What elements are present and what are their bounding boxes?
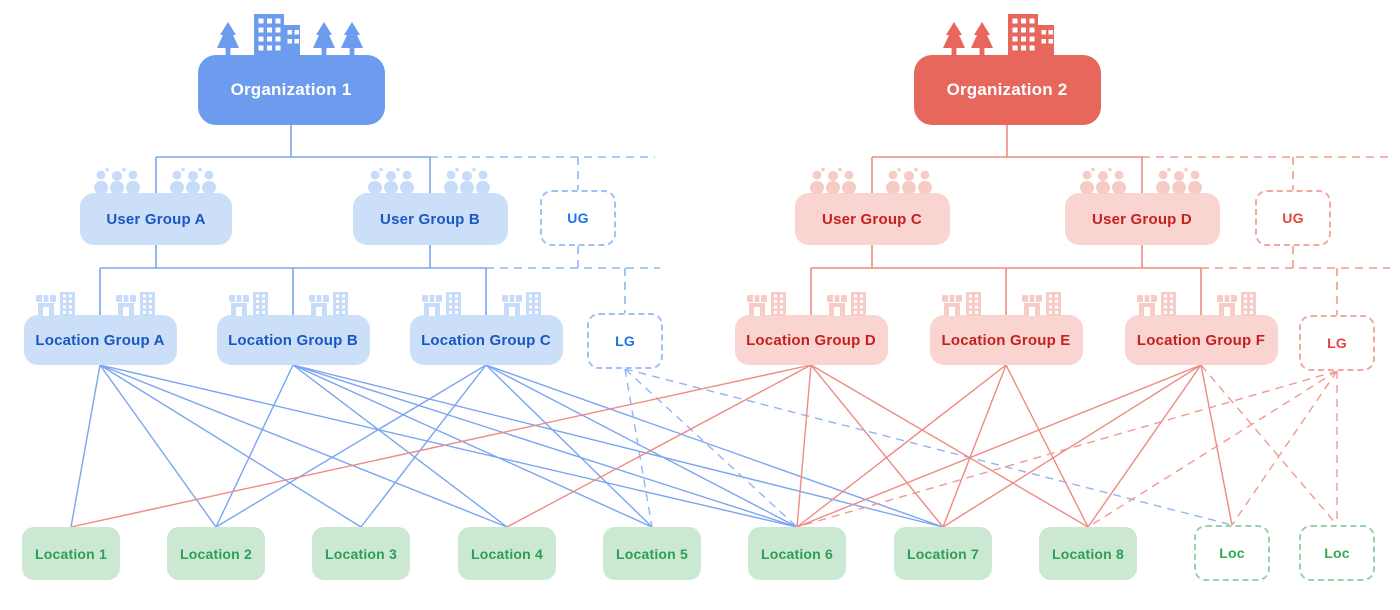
location-group-f-label: Location Group F [1136, 331, 1266, 349]
connection-line-location-group-d-location-8 [810, 364, 1089, 528]
location-3-box: Location 3 [312, 527, 410, 580]
location-3-label: Location 3 [324, 545, 397, 562]
location-5-box: Location 5 [603, 527, 701, 580]
location-1-label: Location 1 [34, 545, 107, 562]
connection-line-location-group-d-location-4 [506, 364, 812, 528]
connection-line-location-group-a-location-6 [99, 364, 798, 528]
user-group-c-label: User Group C [822, 210, 922, 228]
connection-line-location-group-b-location-5 [292, 364, 653, 528]
loc-placeholder-1-box: Loc [1194, 525, 1270, 581]
connection-line-location-group-a-location-3 [99, 364, 362, 528]
location-group-c-box: Location Group C [409, 292, 563, 365]
user-group-a-box: User Group A [80, 167, 232, 245]
connection-line-location-group-a-location-2 [99, 364, 217, 528]
ug-placeholder-blue-label: UG [567, 210, 589, 226]
location-4-label: Location 4 [470, 545, 543, 562]
connection-line-location-group-b-location-4 [292, 364, 508, 528]
connection-line-location-group-d-location-6 [796, 364, 812, 528]
connection-line-lg-placeholder-red-location-8 [1087, 370, 1338, 528]
connection-line-location-group-c-location-5 [485, 364, 653, 528]
connection-line-location-group-e-location-6 [796, 364, 1007, 528]
connection-line-lg-placeholder-blue-location-6 [624, 368, 798, 528]
location-2-box: Location 2 [167, 527, 265, 580]
lg-placeholder-blue-label: LG [615, 333, 635, 349]
ug-placeholder-red-label: UG [1282, 210, 1304, 226]
loc-placeholder-2-label: Loc [1324, 545, 1350, 561]
user-group-d-box: User Group D [1064, 167, 1220, 245]
connection-line-location-group-f-location-7 [942, 364, 1202, 528]
connection-line-lg-placeholder-blue-location-5 [624, 368, 653, 528]
connection-line-location-group-c-location-7 [485, 364, 944, 528]
organization-2-box: Organization 2 [913, 14, 1101, 125]
location-group-e-box: Location Group E [929, 292, 1083, 365]
connection-line-location-group-c-location-3 [360, 364, 487, 528]
ug-placeholder-blue-box: UG [540, 190, 616, 246]
user-group-d-label: User Group D [1092, 210, 1192, 228]
location-7-label: Location 7 [906, 545, 979, 562]
connection-line-location-group-a-location-4 [99, 364, 508, 528]
lg-placeholder-blue-box: LG [587, 313, 663, 369]
location-7-box: Location 7 [894, 527, 992, 580]
location-4-box: Location 4 [458, 527, 556, 580]
location-6-label: Location 6 [760, 545, 833, 562]
user-group-b-box: User Group B [352, 167, 508, 245]
lg-placeholder-red-box: LG [1299, 315, 1375, 371]
location-5-label: Location 5 [615, 545, 688, 562]
connection-line-lg-placeholder-blue-loc-placeholder-1 [624, 368, 1233, 526]
user-group-c-box: User Group C [794, 167, 950, 245]
organization-1-box: Organization 1 [197, 14, 385, 125]
connection-line-lg-placeholder-red-location-6 [796, 370, 1338, 528]
connection-line-location-group-f-loc-placeholder-1 [1200, 364, 1233, 526]
location-group-c-label: Location Group C [421, 331, 551, 349]
connection-line-location-group-d-location-1 [70, 364, 812, 528]
location-group-b-label: Location Group B [228, 331, 358, 349]
connection-line-location-group-e-location-7 [942, 364, 1007, 528]
location-group-b-box: Location Group B [216, 292, 370, 365]
lg-placeholder-red-label: LG [1327, 335, 1347, 351]
connection-line-lg-placeholder-red-loc-placeholder-1 [1231, 370, 1338, 526]
connection-line-location-group-f-location-6 [796, 364, 1202, 528]
location-8-box: Location 8 [1039, 527, 1137, 580]
location-group-e-label: Location Group E [941, 331, 1071, 349]
location-2-label: Location 2 [179, 545, 252, 562]
location-group-a-label: Location Group A [35, 331, 165, 349]
location-group-d-label: Location Group D [746, 331, 876, 349]
ug-placeholder-red-box: UG [1255, 190, 1331, 246]
organization-1-label: Organization 1 [230, 80, 352, 99]
connection-line-location-group-e-location-8 [1005, 364, 1089, 528]
location-group-d-box: Location Group D [734, 292, 888, 365]
user-group-b-label: User Group B [380, 210, 480, 228]
loc-placeholder-1-label: Loc [1219, 545, 1245, 561]
location-group-a-box: Location Group A [23, 292, 177, 365]
connection-line-location-group-f-location-8 [1087, 364, 1202, 528]
connection-line-location-group-a-location-1 [70, 364, 101, 528]
connection-line-location-group-c-location-6 [485, 364, 798, 528]
connection-line-location-group-b-location-2 [215, 364, 294, 528]
location-6-box: Location 6 [748, 527, 846, 580]
location-1-box: Location 1 [22, 527, 120, 580]
loc-placeholder-2-box: Loc [1299, 525, 1375, 581]
connection-line-location-group-b-location-7 [292, 364, 944, 528]
connection-line-location-group-d-location-7 [810, 364, 944, 528]
organization-2-label: Organization 2 [946, 80, 1068, 99]
connection-line-location-group-f-loc-placeholder-2 [1200, 364, 1338, 526]
user-group-a-label: User Group A [106, 210, 206, 228]
connection-line-location-group-b-location-6 [292, 364, 798, 528]
connection-line-location-group-c-location-2 [215, 364, 487, 528]
location-group-f-box: Location Group F [1124, 292, 1278, 365]
location-8-label: Location 8 [1051, 545, 1124, 562]
